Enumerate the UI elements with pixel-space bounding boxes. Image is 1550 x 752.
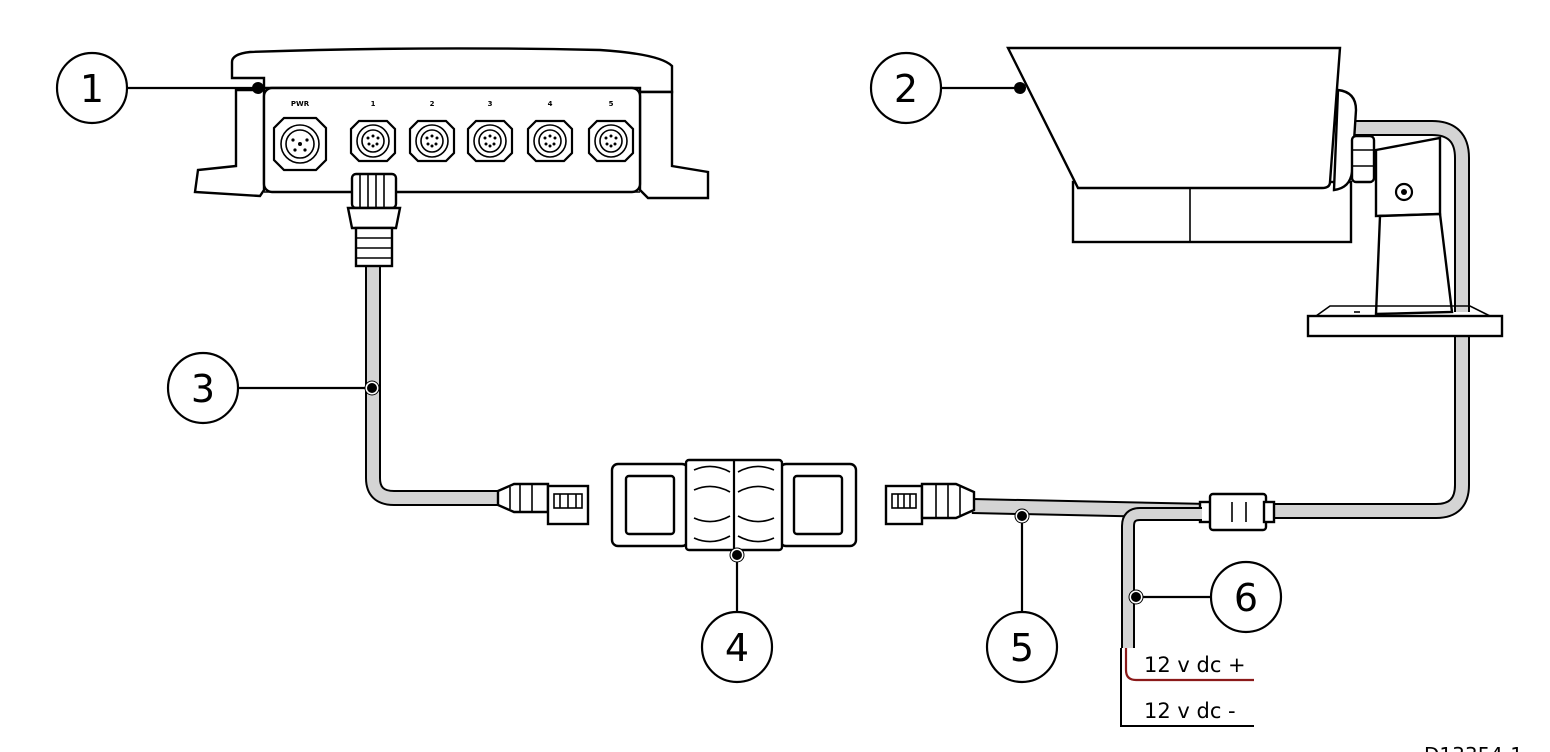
svg-text:6: 6 <box>1234 576 1258 620</box>
power-cable: 12 v dc + 12 v dc - <box>1120 507 1254 727</box>
port-label-5: 5 <box>609 100 614 108</box>
switch-pwr-port <box>272 116 328 172</box>
port-label-2: 2 <box>430 100 435 108</box>
switch-data-port-3 <box>466 119 514 163</box>
switch-data-port-2 <box>408 119 456 163</box>
camera-bracket-arm <box>1374 136 1442 218</box>
network-switch: PWR 1 2 3 4 5 <box>193 47 710 200</box>
inline-coupler <box>610 458 858 552</box>
switch-data-port-1 <box>349 119 397 163</box>
switch-network-cable <box>346 172 590 526</box>
port-label-4: 4 <box>548 100 553 108</box>
camera-network-cable <box>884 482 1276 532</box>
port-label-1: 1 <box>371 100 376 108</box>
callout-6: 6 <box>1128 560 1283 634</box>
rj45-plug-right <box>884 482 976 526</box>
svg-text:3: 3 <box>191 367 215 411</box>
camera-pedestal <box>1374 212 1454 316</box>
positive-wire-label: 12 v dc + <box>1144 653 1246 677</box>
positive-wire <box>1124 648 1254 682</box>
switch-port-panel <box>262 86 642 194</box>
svg-text:5: 5 <box>1010 626 1034 670</box>
callout-2: 2 <box>869 51 1026 125</box>
switch-data-port-4 <box>526 119 574 163</box>
callout-4: 4 <box>700 547 774 684</box>
svg-text:1: 1 <box>80 67 104 111</box>
callout-3: 3 <box>166 351 380 425</box>
thermal-camera <box>1006 46 1504 338</box>
port-label-pwr: PWR <box>291 100 310 108</box>
negative-wire <box>1120 648 1254 727</box>
callout-1: 1 <box>55 51 264 125</box>
drawing-reference-code: D13354-1 <box>1424 743 1523 752</box>
switch-data-port-5 <box>587 119 635 163</box>
switch-cable-connector <box>346 172 402 268</box>
rj45-plug-left <box>496 482 590 526</box>
camera-cable <box>1218 120 1470 519</box>
svg-text:2: 2 <box>894 67 918 111</box>
switch-lid <box>230 47 674 94</box>
cable-junction-ferrite <box>1198 492 1276 532</box>
svg-text:4: 4 <box>725 626 749 670</box>
camera-base-plate <box>1306 314 1504 338</box>
switch-left-foot <box>193 88 266 198</box>
switch-right-foot <box>638 90 710 200</box>
negative-wire-label: 12 v dc - <box>1144 699 1236 723</box>
camera-hood <box>1006 46 1342 190</box>
callout-5: 5 <box>985 508 1059 684</box>
camera-lower-housing <box>1071 180 1353 244</box>
port-label-3: 3 <box>488 100 493 108</box>
camera-cable-gland <box>1350 134 1376 184</box>
